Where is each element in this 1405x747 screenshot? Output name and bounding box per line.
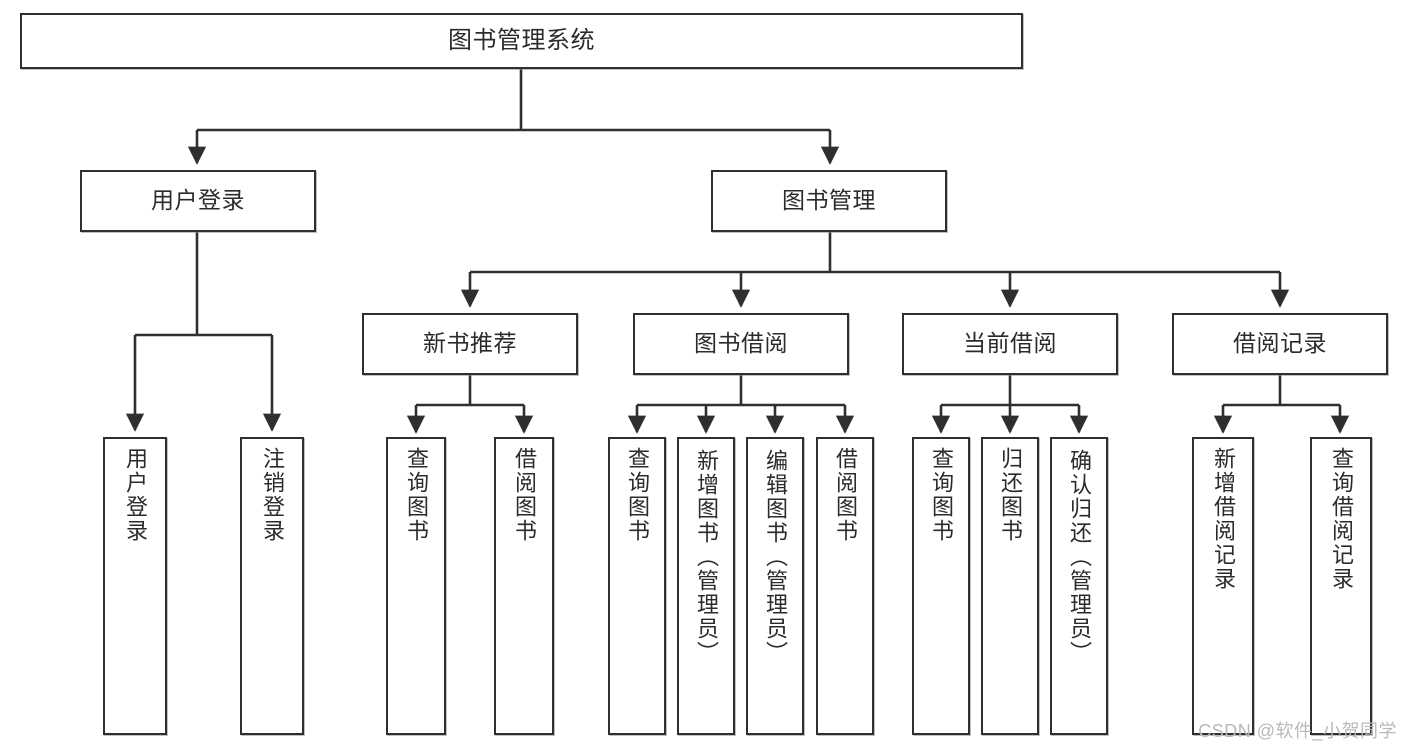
node-label: 确认归还（管理员） (1067, 449, 1092, 665)
node-label: 借阅图书 (512, 447, 537, 543)
leaf-borrow-query-book[interactable]: 查询图书 (608, 437, 666, 735)
node-label: 用户登录 (123, 447, 148, 543)
leaf-current-confirm-return[interactable]: 确认归还（管理员） (1050, 437, 1108, 735)
node-label: 新增借阅记录 (1211, 447, 1236, 591)
node-current-borrow[interactable]: 当前借阅 (902, 313, 1118, 375)
leaf-borrow-add-book[interactable]: 新增图书（管理员） (677, 437, 735, 735)
node-label: 借阅图书 (833, 447, 858, 543)
node-label: 当前借阅 (963, 330, 1057, 357)
node-label: 查询图书 (404, 447, 429, 543)
leaf-new-book-borrow[interactable]: 借阅图书 (494, 437, 554, 735)
node-user-login[interactable]: 用户登录 (80, 170, 316, 232)
node-book-management[interactable]: 图书管理 (711, 170, 947, 232)
node-new-book-recommend[interactable]: 新书推荐 (362, 313, 578, 375)
node-label: 借阅记录 (1233, 330, 1327, 357)
leaf-borrow-edit-book[interactable]: 编辑图书（管理员） (746, 437, 804, 735)
node-label: 新增图书（管理员） (694, 449, 719, 665)
node-borrow-record[interactable]: 借阅记录 (1172, 313, 1388, 375)
node-label: 图书管理系统 (448, 26, 595, 54)
node-label: 图书借阅 (694, 330, 788, 357)
leaf-user-login-logout[interactable]: 注销登录 (240, 437, 304, 735)
node-label: 图书管理 (782, 187, 876, 214)
node-label: 新书推荐 (423, 330, 517, 357)
leaf-user-login-login[interactable]: 用户登录 (103, 437, 167, 735)
node-label: 查询图书 (625, 447, 650, 543)
leaf-new-book-query[interactable]: 查询图书 (386, 437, 446, 735)
leaf-borrow-borrow-book[interactable]: 借阅图书 (816, 437, 874, 735)
leaf-current-query-book[interactable]: 查询图书 (912, 437, 970, 735)
leaf-current-return-book[interactable]: 归还图书 (981, 437, 1039, 735)
node-book-borrow[interactable]: 图书借阅 (633, 313, 849, 375)
csdn-watermark: CSDN @软件_小贺同学 (1198, 721, 1397, 741)
leaf-record-add[interactable]: 新增借阅记录 (1192, 437, 1254, 735)
node-label: 注销登录 (260, 447, 285, 543)
node-label: 查询借阅记录 (1329, 447, 1354, 591)
node-label: 用户登录 (151, 187, 245, 214)
leaf-record-query[interactable]: 查询借阅记录 (1310, 437, 1372, 735)
node-root-system[interactable]: 图书管理系统 (20, 13, 1023, 69)
node-label: 编辑图书（管理员） (763, 449, 788, 665)
node-label: 归还图书 (998, 447, 1023, 543)
node-label: 查询图书 (929, 447, 954, 543)
